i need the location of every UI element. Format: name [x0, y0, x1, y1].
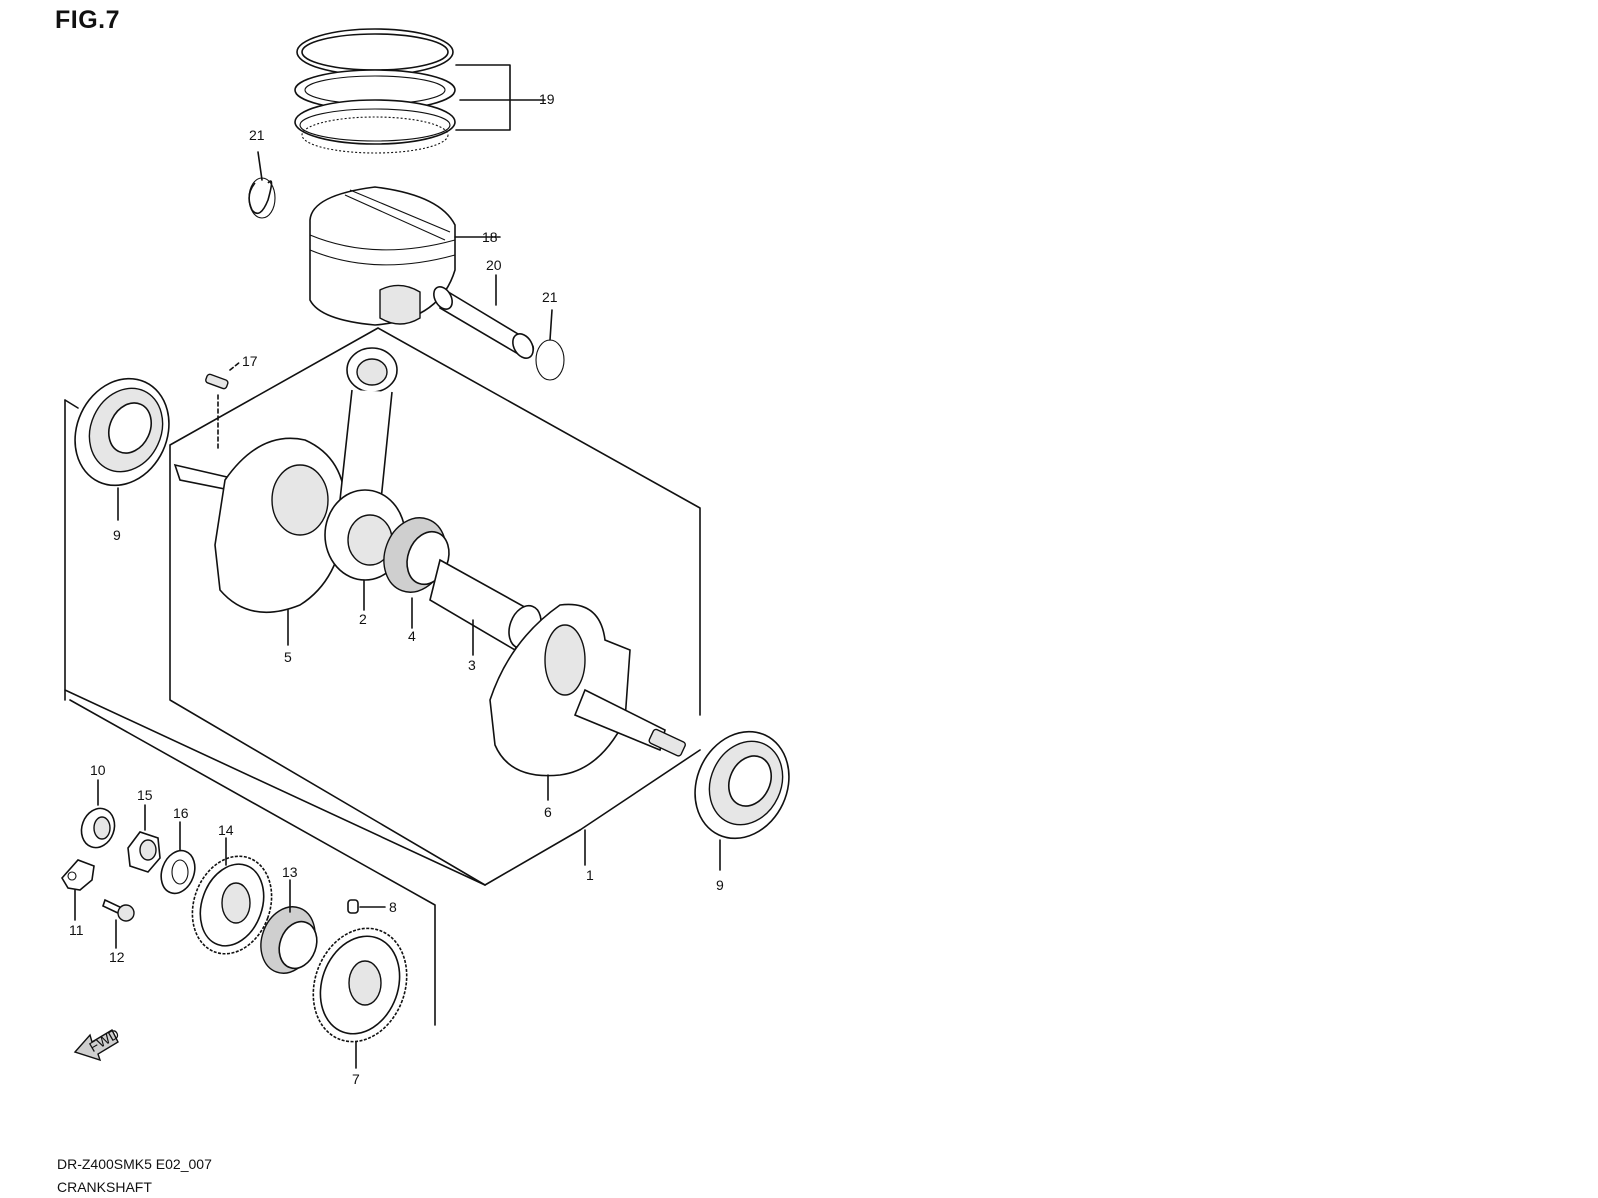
crank-web-right [489, 603, 686, 777]
callout-19: 19 [539, 91, 555, 107]
callout-20: 20 [486, 257, 502, 273]
callout-18: 18 [482, 229, 498, 245]
section-name: CRANKSHAFT [57, 1179, 152, 1195]
callout-12: 12 [109, 949, 125, 965]
callout-13: 13 [282, 864, 298, 880]
piston-rings [294, 28, 456, 154]
callout-21b: 21 [542, 289, 558, 305]
piston-pin [433, 286, 535, 359]
callout-14: 14 [218, 822, 234, 838]
bearing-left [74, 377, 170, 487]
callout-5: 5 [284, 649, 292, 665]
callout-15: 15 [137, 787, 153, 803]
callout-11: 11 [69, 922, 84, 938]
crank-key [205, 373, 229, 390]
callout-9b: 9 [716, 877, 724, 893]
callout-16: 16 [173, 805, 189, 821]
callout-10: 10 [90, 762, 106, 778]
oil-seal-10 [80, 807, 116, 849]
figure-title: FIG.7 [55, 6, 121, 34]
bearing-right [694, 730, 790, 840]
callout-21a: 21 [249, 127, 265, 143]
bearing-13 [260, 906, 318, 974]
callout-2: 2 [359, 611, 367, 627]
circlip-lower [535, 339, 565, 381]
plate-11 [61, 859, 95, 891]
crank-web-left [173, 437, 347, 613]
callout-17: 17 [242, 353, 258, 369]
callout-4: 4 [408, 628, 416, 644]
forward-arrow-icon: FWD [73, 1025, 122, 1062]
nut-15 [127, 831, 161, 873]
key-8 [347, 899, 359, 914]
washer-16 [160, 849, 196, 895]
callout-1: 1 [586, 867, 594, 883]
model-code: DR-Z400SMK5 E02_007 [57, 1156, 212, 1172]
callout-6: 6 [544, 804, 552, 820]
piston [309, 186, 456, 326]
screw-12 [102, 898, 135, 922]
callout-8: 8 [389, 899, 397, 915]
callout-3: 3 [468, 657, 476, 673]
circlip-upper [248, 180, 273, 215]
callout-7: 7 [352, 1071, 360, 1087]
callout-9a: 9 [113, 527, 121, 543]
gear-14 [191, 855, 273, 955]
gear-7 [312, 927, 408, 1043]
